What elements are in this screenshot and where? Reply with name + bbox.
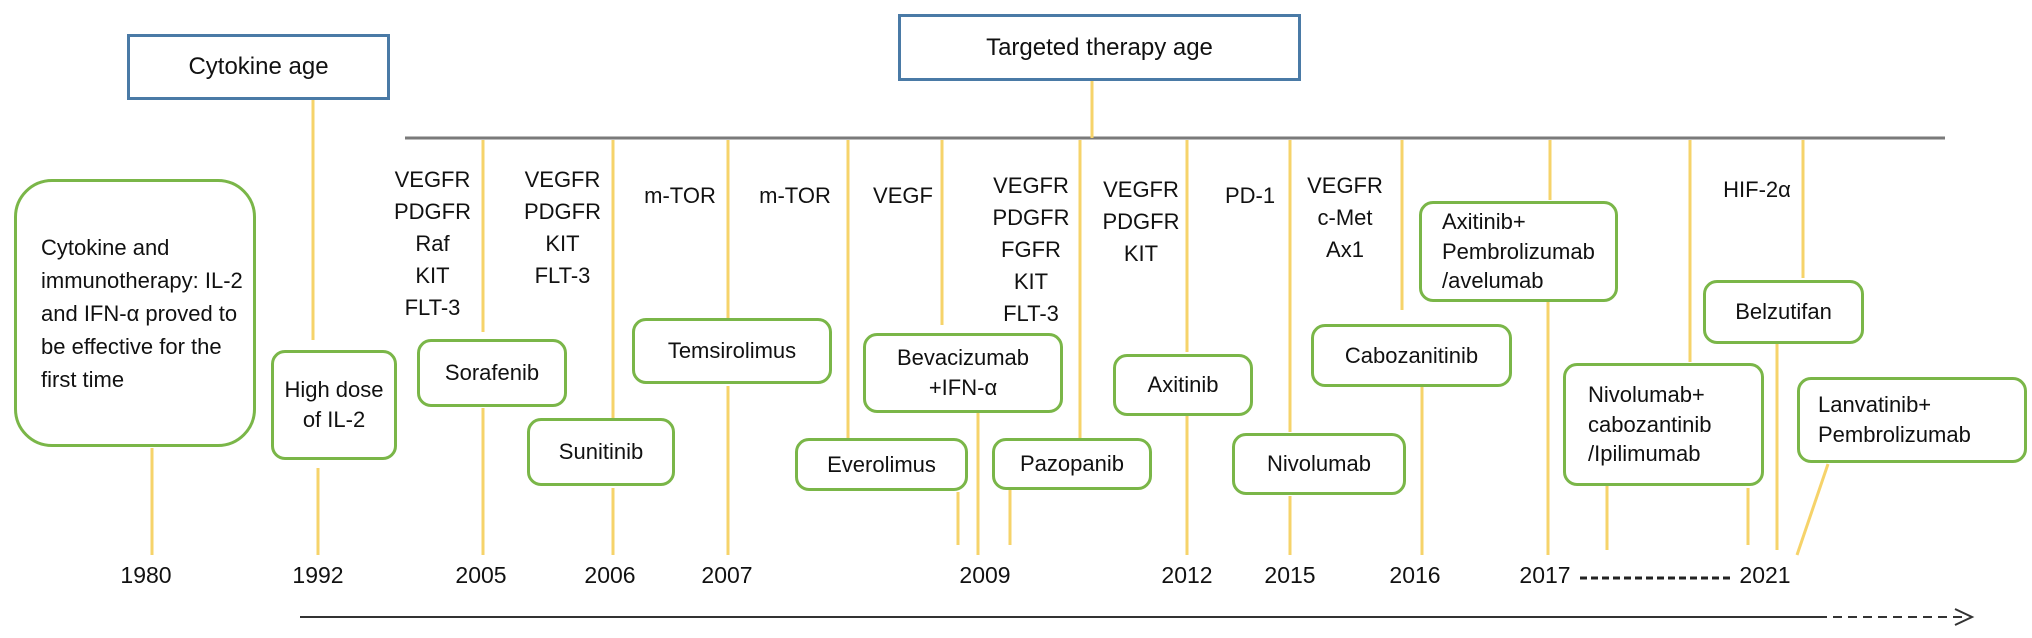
drug-temsirolimus: Temsirolimus [632,318,832,384]
target-line: FLT-3 [404,295,461,320]
target-line: m-TOR [644,183,716,208]
target-nivolumab: PD-1 [1205,180,1295,212]
year-label: 1980 [120,562,172,588]
year-label: 1992 [292,562,344,588]
drug-sunitinib: Sunitinib [527,418,675,486]
time-axis-arrowhead [1954,608,1975,626]
target-line: PD-1 [1224,183,1276,208]
target-line: VEGFR [1103,177,1179,202]
drug-cabozanitinib: Cabozanitinib [1311,324,1512,387]
target-line: Ax1 [1326,237,1364,262]
drug-sorafenib: Sorafenib [417,339,567,407]
target-line: FLT-3 [1003,301,1059,326]
drug-nivolumab: Nivolumab [1232,433,1406,495]
year-label: 2021 [1739,562,1791,588]
target-line: FLT-3 [534,263,591,288]
target-line: KIT [1013,269,1049,294]
target-line: VEGFR [524,167,601,192]
drug-pazopanib: Pazopanib [992,438,1152,490]
target-axitinib: VEGFR PDGFR KIT [1085,174,1197,270]
target-pazopanib: VEGFR PDGFR FGFR KIT FLT-3 [975,170,1087,330]
target-line: HIF-2α [1723,177,1791,202]
year-label: 2017 [1519,562,1571,588]
target-line: PDGFR [394,199,471,224]
drug-belzutifan: Belzutifan [1703,280,1864,344]
target-line: Raf [415,231,450,256]
target-line: VEGF [873,183,933,208]
target-sorafenib: VEGFR PDGFR Raf KIT FLT-3 [380,164,485,324]
year-label: 2007 [701,562,753,588]
year-label: 2009 [959,562,1011,588]
drug-nivolumab-cabozantinib-ipilimumab: Nivolumab+ cabozantinib /Ipilimumab [1563,363,1764,486]
target-line: FGFR [1001,237,1061,262]
target-belzutifan: HIF-2α [1702,174,1812,206]
target-line: KIT [415,263,450,288]
target-line: m-TOR [759,183,831,208]
target-line: VEGFR [1307,173,1383,198]
drug-axitinib-pembrolizumab-avelumab: Axitinib+ Pembrolizumab /avelumab [1419,201,1618,302]
connector [1795,463,1830,556]
era-cytokine-age: Cytokine age [127,34,390,100]
drug-axitinib: Axitinib [1113,354,1253,416]
year-label: 2006 [584,562,636,588]
target-line: VEGFR [993,173,1069,198]
target-line: PDGFR [992,205,1070,230]
target-temsirolimus: m-TOR [630,180,730,212]
target-line: PDGFR [524,199,601,224]
year-label: 2012 [1161,562,1213,588]
target-line: KIT [545,231,580,256]
year-label: 2016 [1389,562,1441,588]
drug-everolimus: Everolimus [795,438,968,491]
target-line: c-Met [1317,205,1373,230]
target-line: PDGFR [1102,209,1180,234]
year-label: 2005 [455,562,507,588]
connector-lines [150,80,1830,556]
event-cytokine-immunotherapy: Cytokine and immunotherapy: IL-2 and IFN… [14,179,256,447]
target-sunitinib: VEGFR PDGFR KIT FLT-3 [510,164,615,292]
year-label: 2015 [1264,562,1316,588]
drug-bevacizumab-ifn: Bevacizumab +IFN-α [863,333,1063,413]
drug-lanvatinib-pembrolizumab: Lanvatinib+ Pembrolizumab [1797,377,2027,463]
target-cabozanitinib: VEGFR c-Met Ax1 [1290,170,1400,266]
target-line: KIT [1123,241,1159,266]
era-targeted-therapy-age: Targeted therapy age [898,14,1301,81]
drug-high-dose-il2: High dose of IL-2 [271,350,397,460]
target-line: VEGFR [394,167,471,192]
target-bevacizumab: VEGF [853,180,953,212]
target-everolimus: m-TOR [745,180,845,212]
